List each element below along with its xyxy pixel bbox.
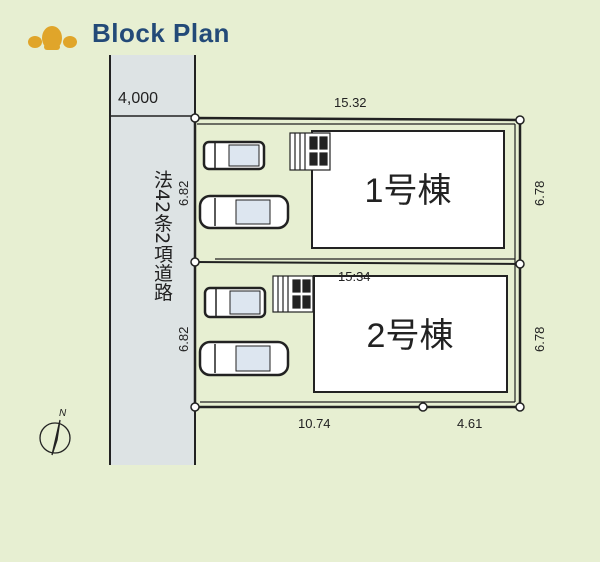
car-icon bbox=[202, 140, 266, 171]
page-title: Block Plan bbox=[92, 18, 230, 48]
building-1 bbox=[311, 130, 505, 249]
lot2-depth-label: 15:34 bbox=[338, 269, 371, 284]
entrance-steps-1 bbox=[289, 132, 331, 171]
road bbox=[110, 55, 195, 465]
lotus-icon bbox=[28, 26, 77, 50]
road-width-label: 4,000 bbox=[118, 90, 158, 107]
building-2 bbox=[313, 275, 508, 393]
lot1-frontage-label: 6.82 bbox=[176, 181, 191, 206]
bottom-dim-right: 4.61 bbox=[457, 416, 482, 431]
road-label: 法42条2項道路 bbox=[151, 170, 173, 302]
lot2-rear-label: 6.78 bbox=[532, 327, 547, 352]
car-icon bbox=[198, 340, 290, 377]
survey-points bbox=[190, 113, 525, 412]
north-compass-icon bbox=[39, 419, 71, 456]
lot1-rear-label: 6.78 bbox=[532, 181, 547, 206]
building-1-label: 1号棟 bbox=[365, 172, 452, 210]
entrance-steps-2 bbox=[272, 275, 314, 313]
compass-label: N bbox=[59, 408, 67, 419]
car-icon bbox=[203, 286, 267, 319]
bottom-dim-left: 10.74 bbox=[298, 416, 331, 431]
building-2-label: 2号棟 bbox=[367, 317, 454, 355]
lot1-depth-label: 15.32 bbox=[334, 95, 367, 110]
lot2-frontage-label: 6.82 bbox=[176, 327, 191, 352]
car-icon bbox=[198, 194, 290, 230]
